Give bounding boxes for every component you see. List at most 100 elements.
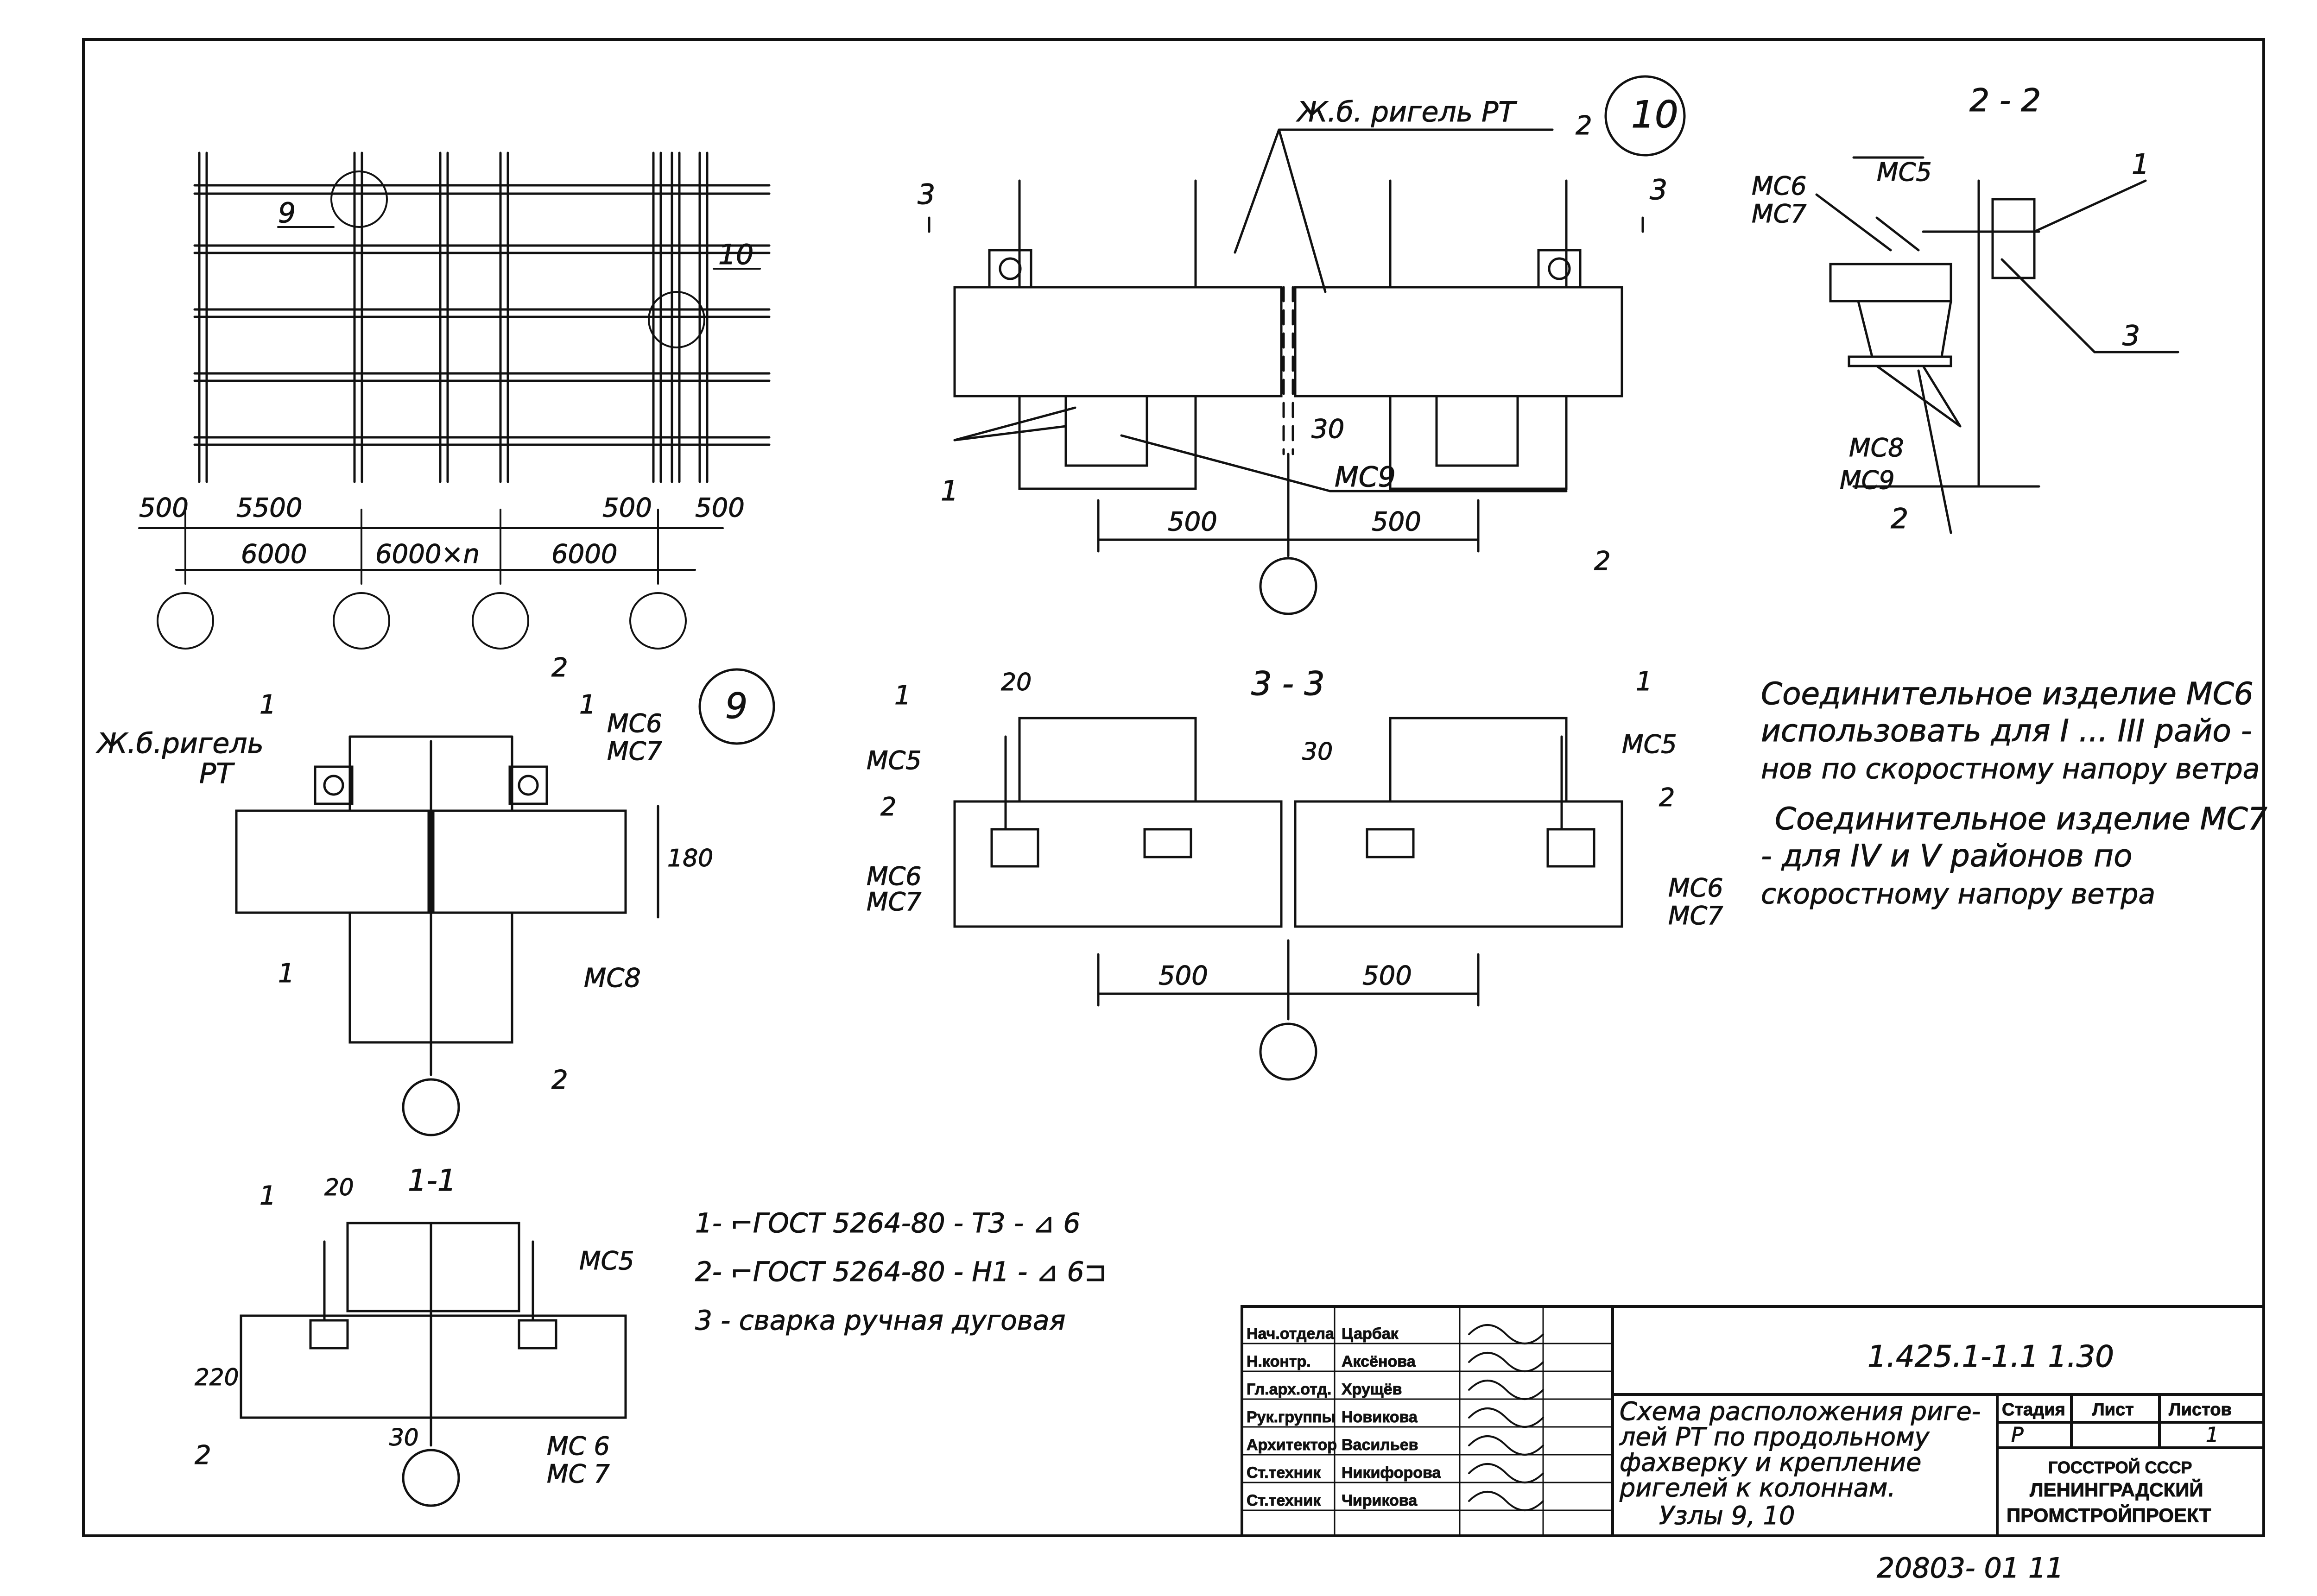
plan-dim-6000b: 6000 <box>551 539 618 569</box>
sec22-label-1: 1 <box>2132 148 2149 181</box>
remark-line-6: скоростному напору ветра <box>1761 878 2155 910</box>
node9-sec2-top: 2 <box>551 653 568 683</box>
node9-callout <box>330 170 388 228</box>
node10-badge: 10 <box>1631 93 1678 136</box>
sec33-dim-20: 20 <box>1001 669 1032 696</box>
sec11-mc6: МС 6 <box>547 1432 610 1461</box>
role-label: Ст.техник <box>1247 1492 1321 1509</box>
sec33-label-1a: 1 <box>894 681 911 711</box>
role-name: Никифорова <box>1342 1464 1441 1482</box>
node10-label-1: 1 <box>941 475 958 507</box>
drawing-desc-4: ригелей к колоннам. <box>1619 1473 1896 1502</box>
sec33-dim-30: 30 <box>1302 738 1333 766</box>
sec33-mc5-left: МС5 <box>867 746 922 775</box>
node9-mc6: МС6 <box>607 709 662 738</box>
sec33-dim-500a: 500 <box>1158 961 1208 991</box>
sec33-label-2a: 2 <box>880 792 896 821</box>
node9-sec1-left: 1 <box>260 690 276 720</box>
sec22-drawing <box>1815 156 2179 534</box>
sec33-label-2b: 2 <box>1659 783 1675 812</box>
drawing-desc-1: Схема расположения риге- <box>1620 1397 1981 1426</box>
sec11-label-2: 2 <box>195 1440 211 1470</box>
sec11-title: 1-1 <box>408 1164 456 1198</box>
role-name: Аксёнова <box>1342 1353 1416 1370</box>
plan-dim-6000a: 6000 <box>241 539 307 569</box>
sec11-dim-220: 220 <box>195 1364 239 1391</box>
sec11-label-1: 1 <box>260 1181 276 1211</box>
plan-dim-5500: 5500 <box>236 493 303 523</box>
plan-node9-label: 9 <box>278 197 296 229</box>
sec11-drawing <box>240 1222 627 1507</box>
sec33-mc7-left: МС7 <box>867 887 922 916</box>
node9-rigel-label: Ж.б.ригель <box>95 727 264 760</box>
role-label: Нач.отдела <box>1247 1325 1335 1343</box>
node9-badge: 9 <box>725 685 747 726</box>
sheet-value: 1 <box>2206 1423 2219 1447</box>
sec22-mc8: МС8 <box>1849 433 1904 462</box>
sec22-mc7: МС7 <box>1752 199 1807 228</box>
org-line-1: ГОССТРОЙ СССР <box>2048 1457 2192 1477</box>
remark-line-4: Соединительное изделие МС7 <box>1775 801 2267 837</box>
role-name: Васильев <box>1342 1436 1418 1454</box>
node9-mc8: МС8 <box>584 963 641 993</box>
role-label: Н.контр. <box>1247 1353 1311 1370</box>
node10-sec3-left: 3 <box>918 178 935 211</box>
plan-dim-500c: 500 <box>695 493 745 523</box>
node9-sec1-right: 1 <box>579 690 596 720</box>
node10-callout <box>648 291 705 348</box>
plan-dim-500b: 500 <box>602 493 652 523</box>
node9-label-1: 1 <box>278 959 295 989</box>
role-name: Царбак <box>1342 1325 1399 1343</box>
title-block <box>1241 1305 2265 1537</box>
role-label: Рук.группы <box>1247 1408 1336 1426</box>
signature-scribbles <box>1468 1324 1544 1511</box>
sec11-dim-20: 20 <box>324 1174 354 1201</box>
role-name: Хрущёв <box>1342 1381 1402 1398</box>
node10-dim-500b: 500 <box>1372 507 1421 537</box>
weld-note-2: 2- ⌐ГОСТ 5264-80 - Н1 - ⊿ 6⊐ <box>695 1256 1107 1287</box>
remark-line-1: Соединительное изделие МС6 <box>1761 676 2254 712</box>
role-label: Архитектор <box>1247 1436 1337 1454</box>
sec33-mc6-right: МС6 <box>1668 873 1723 902</box>
node10-dim-500a: 500 <box>1168 507 1217 537</box>
sec33-label-1b: 1 <box>1636 667 1652 697</box>
sec22-label-3: 3 <box>2122 320 2140 352</box>
sec22-label-2: 2 <box>1891 503 1908 535</box>
drawing-code: 1.425.1-1.1 1.30 <box>1868 1340 2114 1374</box>
archive-number: 20803- 01 11 <box>1877 1552 2064 1584</box>
sec33-mc7-right: МС7 <box>1668 901 1723 930</box>
sec11-mc5: МС5 <box>579 1246 634 1275</box>
drawing-desc-5: Узлы 9, 10 <box>1659 1501 1795 1530</box>
node9-sec2-bottom: 2 <box>551 1065 568 1095</box>
plan-dim-500a: 500 <box>139 493 189 523</box>
remark-line-2: использовать для I ... III райо - <box>1761 713 2252 749</box>
node9-rigel-label2: РТ <box>199 757 235 790</box>
sheet-frame <box>82 38 2265 1537</box>
node9-badge-circle <box>698 668 775 745</box>
sec22-mc6: МС6 <box>1752 171 1807 201</box>
plan-grid <box>193 151 771 483</box>
stage-header: Стадия <box>2002 1400 2065 1419</box>
sec33-dim-500b: 500 <box>1362 961 1412 991</box>
sec33-title: 3 - 3 <box>1251 665 1325 703</box>
org-line-2: ЛЕНИНГРАДСКИЙ <box>2030 1478 2203 1501</box>
stage-value: Р <box>2011 1423 2024 1447</box>
org-line-3: ПРОМСТРОЙПРОЕКТ <box>2007 1504 2211 1526</box>
node10-badge-circle <box>1604 75 1686 157</box>
sheets-header: Листов <box>2169 1400 2232 1419</box>
weld-note-3: 3 - сварка ручная дуговая <box>695 1305 1065 1336</box>
sec11-dim-30: 30 <box>389 1424 419 1451</box>
node9-dim-180: 180 <box>667 845 713 872</box>
node10-rigel-label: Ж.б. ригель РТ <box>1296 96 1517 128</box>
drawing-desc-2: лей РТ по продольному <box>1619 1422 1930 1451</box>
plan-node10-label: 10 <box>718 239 753 271</box>
node10-sec2-bottom: 2 <box>1594 546 1611 576</box>
role-label: Гл.арх.отд. <box>1247 1381 1331 1398</box>
sec33-mc6-left: МС6 <box>867 862 922 891</box>
title-block-grid <box>1241 1306 1614 1537</box>
role-name: Новикова <box>1342 1408 1418 1426</box>
drawing-desc-3: фахверку и крепление <box>1620 1448 1921 1477</box>
sec22-mc9: МС9 <box>1840 466 1895 495</box>
